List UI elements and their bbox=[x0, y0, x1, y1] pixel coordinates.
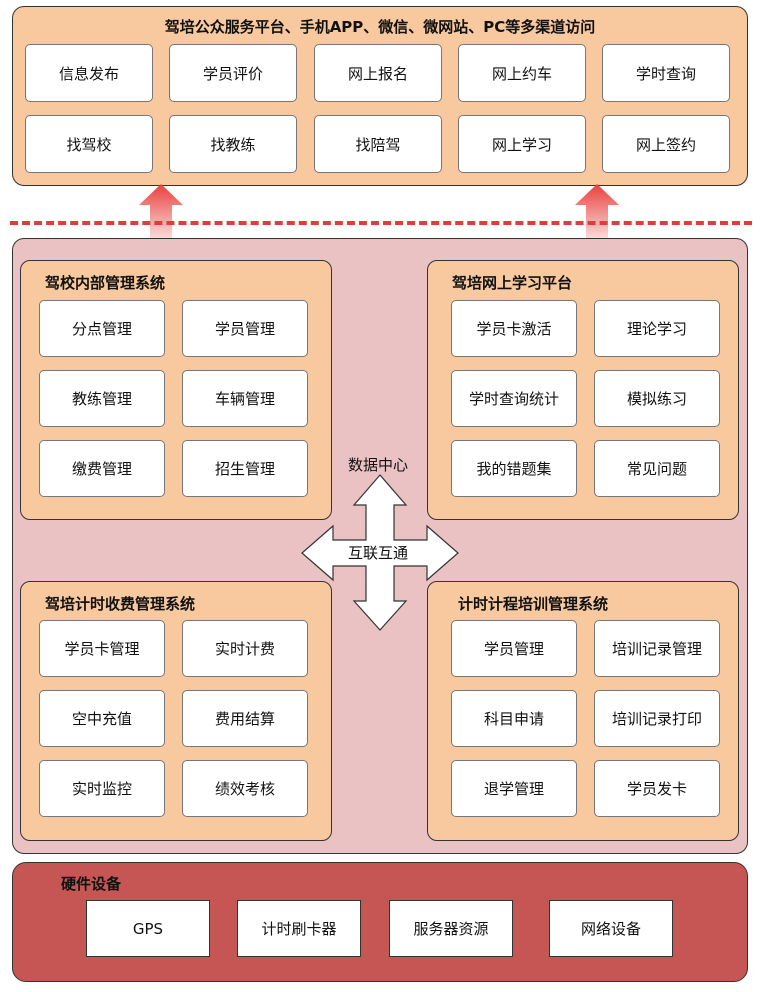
internal-item-vehicle: 车辆管理 bbox=[182, 370, 308, 427]
timing-fee-title: 驾培计时收费管理系统 bbox=[45, 595, 196, 613]
service-item-online-learning: 网上学习 bbox=[458, 115, 586, 173]
service-item-find-companion: 找陪驾 bbox=[314, 115, 442, 173]
up-arrow-left-icon bbox=[139, 184, 183, 240]
learning-item-wrong-set: 我的错题集 bbox=[451, 440, 577, 497]
fee-item-realtime-billing: 实时计费 bbox=[182, 620, 308, 677]
service-item-student-review: 学员评价 bbox=[169, 44, 297, 102]
interconnect-label: 互联互通 bbox=[348, 544, 409, 562]
service-item-online-signup: 网上报名 bbox=[314, 44, 442, 102]
hardware-title: 硬件设备 bbox=[61, 875, 122, 893]
four-way-arrow-icon bbox=[301, 474, 459, 631]
internal-item-branch: 分点管理 bbox=[39, 300, 165, 357]
internal-mgmt-title: 驾校内部管理系统 bbox=[45, 274, 166, 292]
training-item-records: 培训记录管理 bbox=[594, 620, 720, 677]
service-item-online-contract: 网上签约 bbox=[602, 115, 730, 173]
hardware-item-gps: GPS bbox=[86, 900, 210, 957]
service-item-find-coach: 找教练 bbox=[169, 115, 297, 173]
hardware-item-server: 服务器资源 bbox=[389, 900, 513, 957]
training-mgmt-title: 计时计程培训管理系统 bbox=[458, 595, 609, 613]
service-item-find-school: 找驾校 bbox=[25, 115, 153, 173]
training-item-card-issue: 学员发卡 bbox=[594, 760, 720, 817]
learning-item-card-activate: 学员卡激活 bbox=[451, 300, 577, 357]
fee-item-realtime-monitor: 实时监控 bbox=[39, 760, 165, 817]
public-service-platform-title: 驾培公众服务平台、手机APP、微信、微网站、PC等多渠道访问 bbox=[164, 18, 596, 36]
training-item-records-print: 培训记录打印 bbox=[594, 690, 720, 747]
internal-item-student: 学员管理 bbox=[182, 300, 308, 357]
service-item-online-booking: 网上约车 bbox=[458, 44, 586, 102]
online-learning-title: 驾培网上学习平台 bbox=[452, 274, 573, 292]
internal-item-coach: 教练管理 bbox=[39, 370, 165, 427]
learning-item-theory: 理论学习 bbox=[594, 300, 720, 357]
hardware-item-card-reader: 计时刷卡器 bbox=[237, 900, 361, 957]
service-item-hours-query: 学时查询 bbox=[602, 44, 730, 102]
fee-item-air-recharge: 空中充值 bbox=[39, 690, 165, 747]
up-arrow-right-icon bbox=[575, 184, 619, 240]
internal-item-enroll: 招生管理 bbox=[182, 440, 308, 497]
hardware-item-network: 网络设备 bbox=[549, 900, 673, 957]
data-center-label: 数据中心 bbox=[348, 456, 409, 474]
fee-item-card-mgmt: 学员卡管理 bbox=[39, 620, 165, 677]
training-item-student: 学员管理 bbox=[451, 620, 577, 677]
internal-item-payment: 缴费管理 bbox=[39, 440, 165, 497]
boundary-dashed-line bbox=[10, 221, 752, 225]
learning-item-faq: 常见问题 bbox=[594, 440, 720, 497]
service-item-info-publish: 信息发布 bbox=[25, 44, 153, 102]
fee-item-performance: 绩效考核 bbox=[182, 760, 308, 817]
learning-item-hours-stats: 学时查询统计 bbox=[451, 370, 577, 427]
learning-item-simulation: 模拟练习 bbox=[594, 370, 720, 427]
fee-item-settlement: 费用结算 bbox=[182, 690, 308, 747]
training-item-subject-apply: 科目申请 bbox=[451, 690, 577, 747]
training-item-withdraw: 退学管理 bbox=[451, 760, 577, 817]
